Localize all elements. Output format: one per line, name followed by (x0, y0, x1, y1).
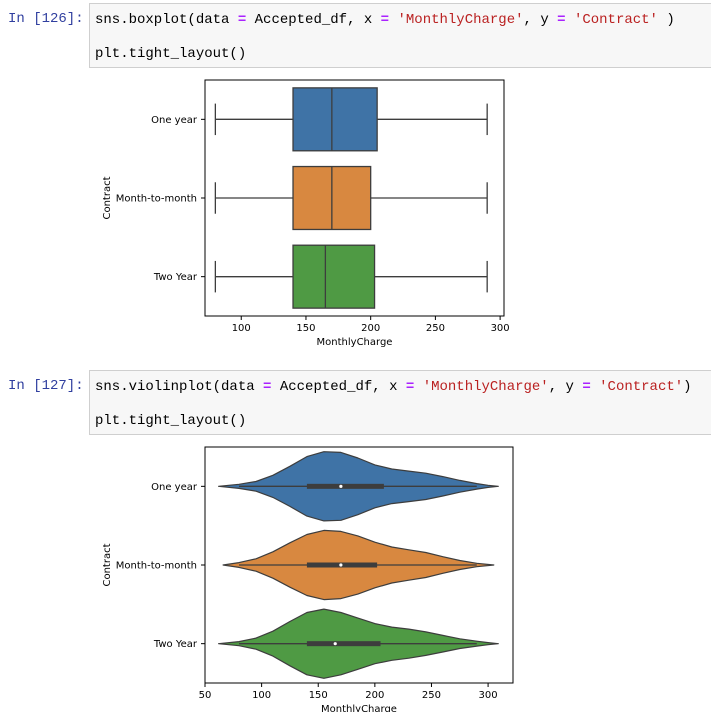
x-axis-label: MonthlyCharge (321, 704, 397, 712)
x-tick-label: 250 (422, 690, 441, 701)
plot-frame (204, 446, 514, 684)
violinplot-output: 50 100 150 200 250 300 One yearMonth-to-monthT… (102, 446, 514, 712)
y-tick-label-one-year: One year (151, 482, 198, 493)
code-line-2: plt.tight_layout() (95, 46, 247, 62)
y-tick-label-two-year: Two Year (153, 639, 198, 650)
y-tick-label-one-year: One year (151, 115, 198, 126)
code-line-2: plt.tight_layout() (95, 413, 247, 429)
x-tick-label: 300 (479, 690, 498, 701)
x-axis-label: MonthlyCharge (317, 337, 393, 348)
y-axis-label: Contract (102, 543, 113, 586)
violin-median-dot-month-to-month (339, 563, 343, 567)
x-tick-label: 200 (361, 323, 380, 334)
plot-frame (204, 79, 505, 317)
violin-median-dot-one-year (339, 484, 343, 488)
x-tick-label: 100 (232, 323, 251, 334)
y-axis-label: Contract (102, 176, 113, 219)
box-one-year (292, 87, 378, 152)
x-tick-label: 150 (309, 690, 328, 701)
y-tick-label-month-to-month: Month-to-month (116, 194, 197, 205)
x-tick-label: 300 (491, 323, 510, 334)
x-tick-label: 50 (199, 690, 212, 701)
y-tick-label-two-year: Two Year (153, 272, 198, 283)
box-two-year (292, 244, 376, 309)
violin-iqr-box-one-year (306, 483, 384, 489)
code-editor[interactable]: sns.boxplot(data = Accepted_df, x = 'Mon… (89, 3, 711, 68)
x-tick-label: 250 (426, 323, 445, 334)
input-prompt: In [126]: (8, 11, 84, 27)
x-tick-label: 150 (296, 323, 315, 334)
notebook-cell-126[interactable]: In [126]: sns.boxplot(data = Accepted_df… (0, 0, 711, 360)
code-line-1: sns.violinplot(data = Accepted_df, x = '… (95, 379, 692, 395)
code-line-1: sns.boxplot(data = Accepted_df, x = 'Mon… (95, 12, 675, 28)
y-tick-label-month-to-month: Month-to-month (116, 561, 197, 572)
x-tick-label: 100 (252, 690, 271, 701)
boxplot-output: 100 150 200 250 300 One yearMonth-to-monthTwo… (102, 79, 510, 348)
input-prompt: In [127]: (8, 378, 84, 394)
x-tick-label: 200 (365, 690, 384, 701)
violin-median-dot-two-year (333, 642, 337, 646)
violin-iqr-box-two-year (306, 641, 381, 647)
code-editor[interactable]: sns.violinplot(data = Accepted_df, x = '… (89, 370, 711, 435)
notebook-cell-127[interactable]: In [127]: sns.violinplot(data = Accepted… (0, 360, 711, 712)
